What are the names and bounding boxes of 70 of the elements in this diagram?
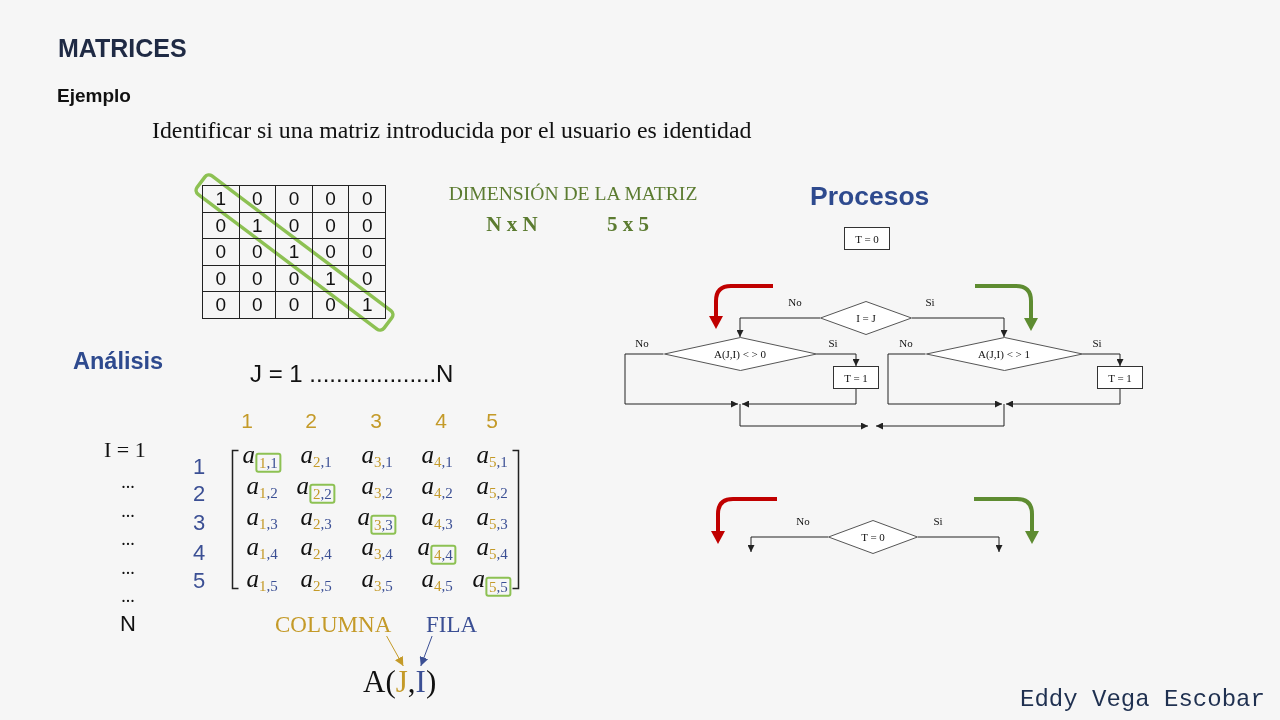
connector-arrow	[741, 388, 857, 408]
ellipsis-text: ...	[121, 500, 135, 522]
connector-arrow	[736, 317, 821, 338]
annotation-label: FILA	[426, 613, 478, 636]
condition-label: T = 0	[861, 531, 885, 543]
column-index: 2	[305, 409, 317, 433]
edge-label: No	[787, 296, 803, 308]
edge-label: No	[898, 337, 914, 349]
process-box	[833, 366, 879, 389]
connector-arrow	[887, 353, 1003, 408]
section-heading: Análisis	[73, 348, 164, 375]
subheading: Ejemplo	[57, 85, 131, 107]
process-label: T = 0	[855, 232, 879, 245]
dimension-heading: DIMENSIÓN DE LA MATRIZ	[448, 183, 698, 205]
condition-label: A(J,I) < > 1	[977, 348, 1031, 360]
matrix-cell: 0	[348, 185, 386, 213]
formula-text: A(J,I)	[363, 666, 437, 697]
section-heading: Procesos	[810, 181, 930, 212]
edge-label: Si	[827, 337, 839, 349]
process-label: T = 1	[844, 371, 868, 384]
annotation-label: COLUMNA	[275, 613, 392, 636]
row-index: 3	[192, 510, 206, 536]
row-index: 1	[192, 454, 206, 480]
row-index: 2	[192, 481, 206, 507]
process-box	[1097, 366, 1143, 389]
connector-arrow	[1082, 353, 1124, 367]
connector-arrow	[1005, 388, 1121, 408]
edge-label: Si	[1091, 337, 1103, 349]
edge-label: No	[795, 515, 811, 527]
connector-arrow	[419, 635, 433, 667]
process-box	[844, 227, 890, 250]
connector-arrow	[911, 317, 1008, 338]
edge-label: No	[634, 337, 650, 349]
connector-arrow	[917, 536, 1003, 553]
slide-title: MATRICES	[58, 34, 187, 63]
task-description: Identificar si una matriz introducida por el usuario es identidad	[152, 117, 752, 144]
ellipsis-text: ...	[121, 528, 135, 550]
edge-label: Si	[924, 296, 936, 308]
connector-arrow	[624, 353, 739, 408]
column-index: 3	[370, 409, 382, 433]
matrix-cell: 1	[202, 185, 240, 213]
matrix-cell: 0	[202, 291, 240, 319]
index-range: J = 1 ...................N	[250, 360, 454, 388]
condition-label: A(J,I) < > 0	[713, 348, 767, 360]
column-index: 4	[435, 409, 447, 433]
row-end-label: N	[120, 611, 136, 637]
row-index: 4	[192, 540, 206, 566]
decision-diamond	[663, 337, 817, 371]
connector-arrow	[875, 403, 1005, 430]
process-label: T = 1	[1108, 371, 1132, 384]
dimension-value: 5 x 5	[607, 212, 649, 237]
dimension-value: N x N	[486, 212, 538, 237]
column-index: 1	[241, 409, 253, 433]
decision-diamond	[828, 520, 918, 554]
edge-label: Si	[932, 515, 944, 527]
condition-label: I = J	[856, 312, 876, 324]
ellipsis-text: ...	[121, 585, 135, 607]
author-name: Eddy Vega Escobar	[1020, 686, 1265, 713]
matrix-cell: 1	[348, 291, 386, 319]
connector-arrow	[747, 536, 829, 553]
row-start-label: I = 1	[104, 437, 146, 463]
ellipsis-text: ...	[121, 471, 135, 493]
ellipsis-text: ...	[121, 557, 135, 579]
connector-arrow	[816, 353, 860, 367]
connector-arrow	[739, 403, 869, 430]
decision-diamond	[820, 301, 912, 335]
decision-diamond	[925, 337, 1083, 371]
connector-arrow	[386, 635, 404, 667]
column-index: 5	[486, 409, 498, 433]
row-index: 5	[192, 568, 206, 594]
